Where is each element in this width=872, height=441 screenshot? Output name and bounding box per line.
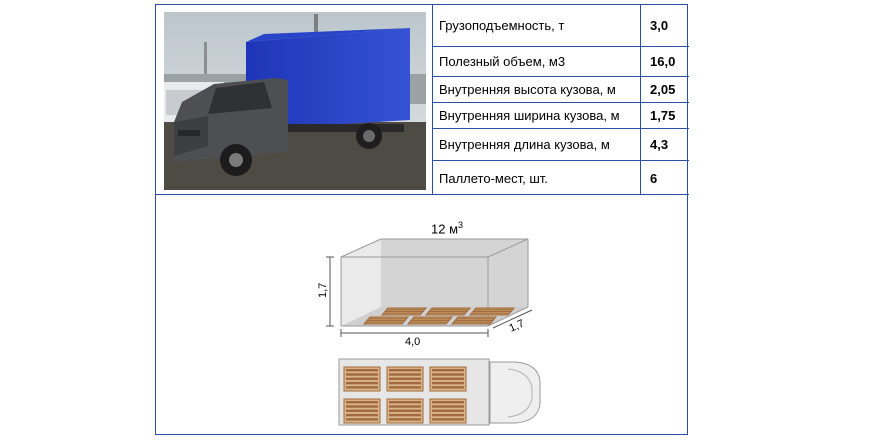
truck-photo xyxy=(164,12,426,190)
spec-label: Грузоподъемность, т xyxy=(433,5,641,46)
pallet-top-view xyxy=(429,398,467,424)
cargo-outline xyxy=(340,238,529,327)
spec-label: Паллето-мест, шт. xyxy=(433,161,641,195)
spec-label: Внутренняя длина кузова, м xyxy=(433,129,641,160)
topview-windshield xyxy=(507,368,533,418)
pallet-top-view xyxy=(386,398,424,424)
volume-label: 12 м3 xyxy=(431,220,463,236)
spec-row-pallets: Паллето-мест, шт. 6 xyxy=(433,161,689,195)
spec-row-length: Внутренняя длина кузова, м 4,3 xyxy=(433,129,689,161)
photo-cell xyxy=(156,5,433,195)
width-dimension: 1,7 xyxy=(507,318,526,335)
spec-value: 6 xyxy=(650,170,658,186)
length-dimension: 4,0 xyxy=(405,336,420,348)
spec-value: 2,05 xyxy=(650,82,676,97)
cargo-drawing: 1,7 4,0 1,7 xyxy=(317,238,541,426)
cargo-diagram: 12 м3 xyxy=(156,195,689,435)
spec-value: 16,0 xyxy=(650,54,676,69)
spec-row-height: Внутренняя высота кузова, м 2,05 xyxy=(433,77,689,103)
pallet-top-view xyxy=(386,366,424,392)
pallet-top-view xyxy=(343,366,381,392)
spec-row-width: Внутренняя ширина кузова, м 1,75 xyxy=(433,103,689,129)
spec-label: Внутренняя высота кузова, м xyxy=(433,77,641,102)
pallet-perspective xyxy=(380,307,428,316)
perspective-pallets xyxy=(362,307,516,325)
spec-value: 3,0 xyxy=(650,18,669,33)
spec-label: Внутренняя ширина кузова, м xyxy=(433,103,641,128)
spec-row-volume: Полезный объем, м3 16,0 xyxy=(433,47,689,77)
pallet-top-view xyxy=(343,398,381,424)
pallet-top-view xyxy=(429,366,467,392)
volume-unit: 3 xyxy=(458,220,464,230)
spec-row-capacity: Грузоподъемность, т 3,0 xyxy=(433,5,689,47)
spec-card: Грузоподъемность, т 3,0 Полезный объем, … xyxy=(155,4,689,435)
dimension-lines xyxy=(326,256,533,337)
cargo-side-wall xyxy=(341,239,381,326)
topview-pallets xyxy=(343,366,467,424)
pallet-perspective xyxy=(468,307,516,316)
height-dimension: 1,7 xyxy=(317,283,329,298)
pallet-perspective xyxy=(450,316,498,325)
volume-value: 12 м xyxy=(431,221,459,237)
pallet-perspective xyxy=(362,316,410,325)
pallet-perspective xyxy=(406,316,454,325)
spec-value: 4,3 xyxy=(650,137,669,152)
pallet-perspective xyxy=(424,307,472,316)
spec-table: Грузоподъемность, т 3,0 Полезный объем, … xyxy=(433,5,689,195)
spec-value: 1,75 xyxy=(650,108,676,123)
spec-label: Полезный объем, м3 xyxy=(433,47,641,76)
